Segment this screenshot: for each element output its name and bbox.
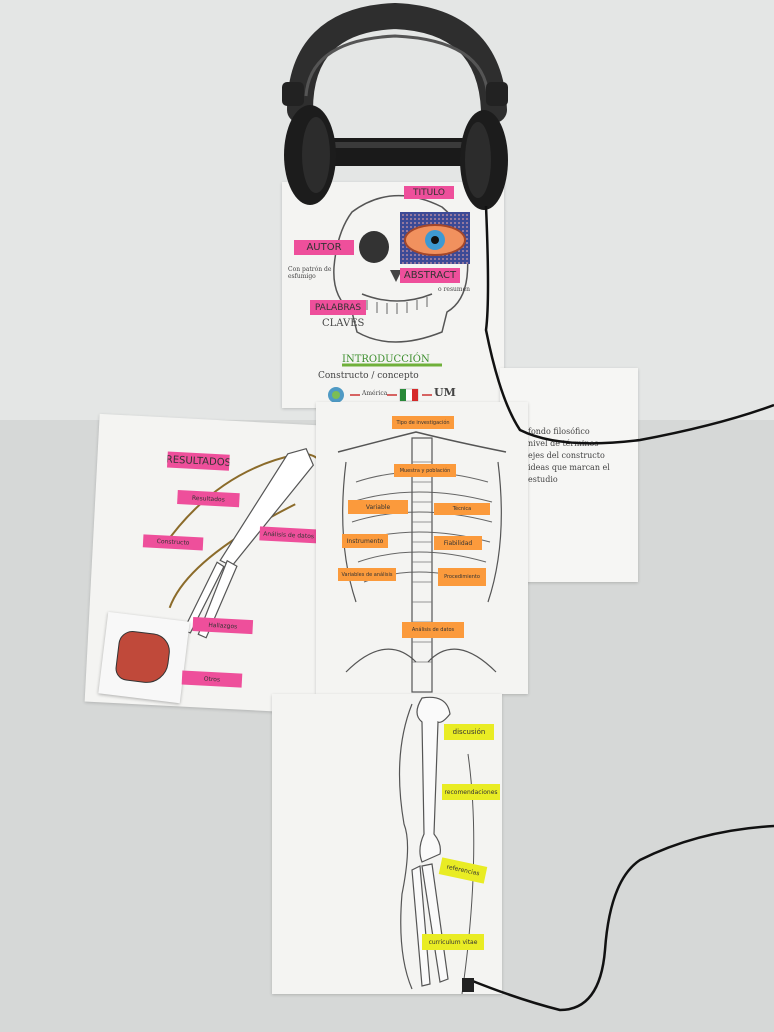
sticky-procedimiento: Procedimiento	[438, 568, 486, 586]
sticky-instrumento: Instrumento	[342, 534, 388, 548]
label-claves: CLAVES	[322, 318, 365, 329]
skull-drawing	[328, 194, 470, 403]
intro-flow-label: América	[362, 390, 388, 397]
sticky-tipo-investigacion: Tipo de investigación	[392, 416, 454, 429]
intro-subtitle: Constructo / concepto	[318, 371, 419, 381]
ribcage-sheet: Tipo de investigación Muestra y població…	[316, 402, 528, 694]
sticky-fiabilidad: Fiabilidad	[434, 536, 482, 550]
sticky-muestra: Muestra y población	[394, 464, 456, 477]
text-line: fondo filosófico	[528, 427, 590, 436]
sticky-tecnica: Técnica	[434, 503, 490, 515]
sticky-variables-analisis: Variables de análisis	[338, 568, 396, 581]
leg-sheet: discusión recomendaciones referencias cu…	[272, 694, 502, 994]
sticky-titulo: TITULO	[404, 186, 454, 199]
intro-title: INTRODUCCIÓN	[342, 354, 430, 365]
intro-um: UM	[434, 386, 456, 399]
text-line: nivel de términos	[528, 439, 599, 448]
text-line: ideas que marcan el	[528, 463, 610, 472]
note-left: Con patrón de esfumigo	[288, 266, 332, 280]
handwritten-lines: fondo filosófico nivel de términos ejes …	[528, 426, 610, 486]
note-right: o resumen	[438, 286, 470, 293]
arm-sheet: RESULTADOS Resultados Constructo Análisi…	[84, 413, 342, 715]
sticky-recomendaciones: recomendaciones	[442, 784, 500, 800]
sticky-palabras: PALABRAS	[310, 300, 366, 315]
sticky-abstract: ABSTRACT	[400, 268, 460, 283]
text-line: ejes del constructo	[528, 451, 605, 460]
skull-sheet: TITULO AUTOR ABSTRACT PALABRAS CLAVES Co…	[282, 182, 504, 408]
sticky-analisis-datos: Análisis de datos	[402, 622, 464, 638]
sticky-curriculum: curriculum vitae	[422, 934, 484, 950]
sticky-autor: AUTOR	[294, 240, 354, 255]
sticky-discusion: discusión	[444, 724, 494, 740]
text-line: estudio	[528, 475, 558, 484]
sticky-variable: Variable	[348, 500, 408, 514]
